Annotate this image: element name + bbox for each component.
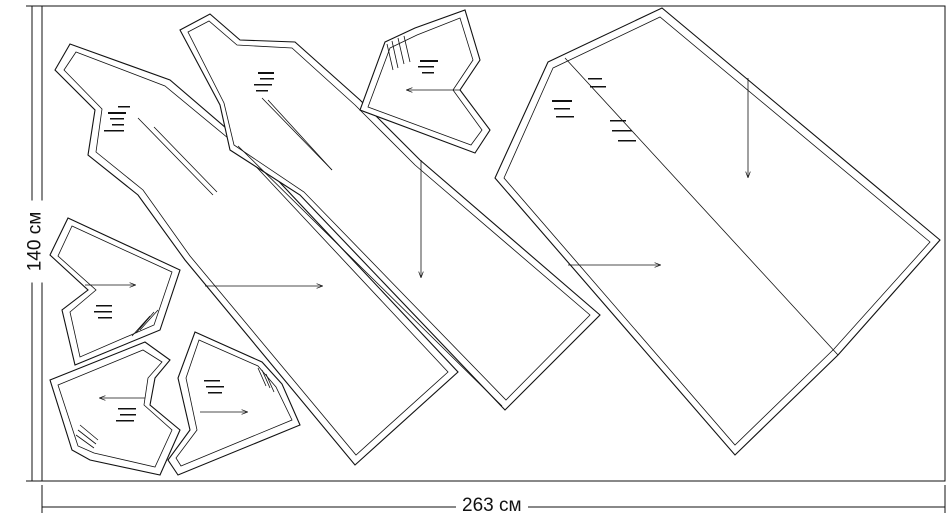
- pattern-piece-sleeve-left: [49, 217, 181, 366]
- piece-label-back-right: [552, 78, 636, 142]
- piece-label-front-left: [254, 72, 274, 92]
- fabric-width-label: 263 см: [456, 496, 528, 515]
- pattern-piece-back-left: [54, 43, 459, 466]
- piece-label-sleeve-bottom-a: [116, 408, 136, 422]
- pattern-piece-front-left: [179, 13, 601, 411]
- pattern-piece-back-right: [494, 7, 941, 456]
- piece-label-back-left: [104, 106, 130, 132]
- piece-label-sleeve-bottom-b: [204, 380, 224, 394]
- piece-label-sleeve-top: [418, 60, 438, 74]
- pattern-piece-sleeve-bottom-b: [167, 331, 301, 476]
- pattern-piece-sleeve-top: [359, 9, 491, 154]
- piece-label-sleeve-left: [94, 305, 112, 319]
- pattern-piece-sleeve-bottom-a: [49, 341, 181, 476]
- fabric-height-label: 140 см: [25, 200, 46, 283]
